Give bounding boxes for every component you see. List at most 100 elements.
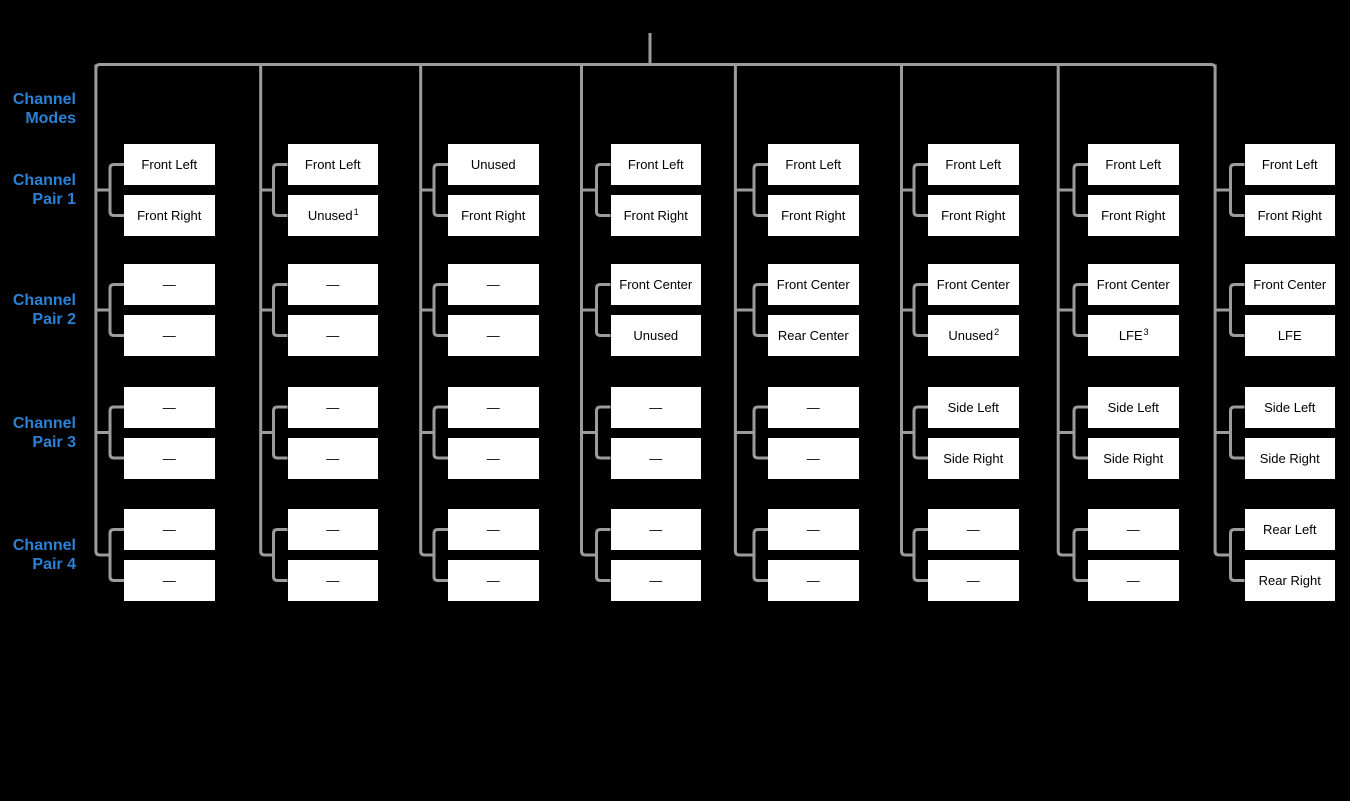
channel-box-label: Rear Left — [1263, 522, 1317, 537]
channel-box: — — [768, 560, 859, 601]
pair-bracket-line — [108, 283, 124, 337]
channel-box: Side Left — [1088, 386, 1179, 428]
channel-box-label: — — [326, 573, 340, 588]
channel-box: — — [1088, 509, 1179, 550]
pair-bracket-line — [595, 163, 611, 217]
channel-box-label: Front Center — [776, 277, 850, 292]
pair-bracket-line — [1072, 283, 1088, 337]
channel-box-label: Front Center — [1096, 277, 1170, 292]
column-spine-line — [900, 64, 914, 557]
channel-box-label: — — [966, 522, 980, 537]
channel-box: — — [448, 509, 539, 550]
channel-box-label: Side Right — [1259, 450, 1320, 466]
pair-bracket-line — [1072, 528, 1088, 582]
channel-box-label: — — [649, 522, 663, 537]
channel-box: — — [124, 437, 215, 479]
channel-box: — — [124, 509, 215, 550]
pair-bracket-line — [912, 283, 928, 337]
channel-box: Front Center — [928, 264, 1019, 305]
channel-box: — — [287, 509, 378, 550]
channel-box: Front Left — [287, 144, 378, 185]
pair-bracket-line — [752, 283, 768, 337]
channel-box-label: — — [162, 277, 176, 292]
pair-bracket-line — [432, 283, 448, 337]
channel-box-label: — — [649, 450, 663, 466]
channel-box: — — [768, 509, 859, 550]
channel-box: Front Right — [768, 195, 859, 236]
channel-box: — — [610, 560, 701, 601]
channel-box: Front Right — [610, 195, 701, 236]
channel-box: Unused — [610, 315, 701, 356]
channel-box: Front Right — [124, 195, 215, 236]
channel-box-label: Front Left — [141, 157, 198, 172]
pair-bracket-line — [595, 283, 611, 337]
pair-bracket-line — [432, 405, 448, 460]
channel-box-label: Side Right — [943, 450, 1004, 466]
row-label-line: Channel — [12, 292, 76, 309]
channel-box-label: Front Right — [623, 208, 688, 223]
channel-box-label: Unused — [948, 328, 994, 343]
channel-box-label: Front Right — [1101, 208, 1166, 223]
top-bar-line — [94, 63, 1217, 69]
channel-box: — — [287, 264, 378, 305]
channel-box: Front Left — [610, 144, 701, 185]
channel-box-label: — — [649, 399, 663, 415]
channel-box-label: Front Right — [781, 208, 846, 223]
pair-bracket-line — [752, 163, 768, 217]
channel-box: — — [610, 386, 701, 428]
pair-bracket-line — [432, 163, 448, 217]
channel-box-label: — — [326, 522, 340, 537]
channel-box-label: — — [649, 573, 663, 588]
channel-box-label: — — [326, 328, 340, 343]
column-spine-line — [419, 64, 434, 557]
channel-box: — — [610, 437, 701, 479]
channel-box: — — [448, 560, 539, 601]
channel-box-label: Front Right — [941, 208, 1006, 223]
row-label-line: Pair 4 — [32, 556, 76, 573]
pair-bracket-line — [272, 528, 288, 582]
pair-bracket-line — [1229, 405, 1245, 460]
pair-bracket-line — [1229, 163, 1245, 217]
channel-box: — — [124, 386, 215, 428]
pair-bracket-line — [272, 405, 288, 460]
pair-bracket-line — [1229, 528, 1245, 582]
row-label-line: Channel — [12, 537, 76, 554]
channel-box-label: — — [1126, 522, 1140, 537]
channel-box: Front Center — [610, 264, 701, 305]
channel-box: Front Left — [1244, 144, 1335, 185]
channel-box-label: — — [1126, 573, 1140, 588]
pair-bracket-line — [752, 528, 768, 582]
pair-bracket-line — [108, 528, 124, 582]
pair-bracket-line — [752, 405, 768, 460]
channel-box-label: Front Right — [461, 208, 526, 223]
channel-box: Front Right — [928, 195, 1019, 236]
channel-box-label: — — [486, 522, 500, 537]
channel-box: Front Center — [1244, 264, 1335, 305]
channel-box: — — [928, 560, 1019, 601]
row-label-line: Modes — [25, 109, 76, 127]
column-spine-line — [733, 64, 754, 557]
channel-box: Unused — [448, 144, 539, 185]
channel-box-label: — — [162, 328, 176, 343]
pair-bracket-line — [912, 163, 928, 217]
channel-box-label: — — [966, 573, 980, 588]
channel-box-label: Front Right — [137, 208, 202, 223]
channel-box-label: — — [326, 277, 340, 292]
channel-box: — — [287, 560, 378, 601]
pair-bracket-line — [1072, 163, 1088, 217]
channel-box-label: — — [162, 450, 176, 466]
channel-box-label: LFE — [1277, 328, 1302, 343]
channel-box-label: — — [486, 573, 500, 588]
channel-box-label: — — [162, 522, 176, 537]
channel-box: — — [124, 560, 215, 601]
channel-box: Side Right — [928, 437, 1019, 479]
row-label-line: Channel — [12, 172, 76, 189]
column-spine-line — [580, 64, 597, 557]
